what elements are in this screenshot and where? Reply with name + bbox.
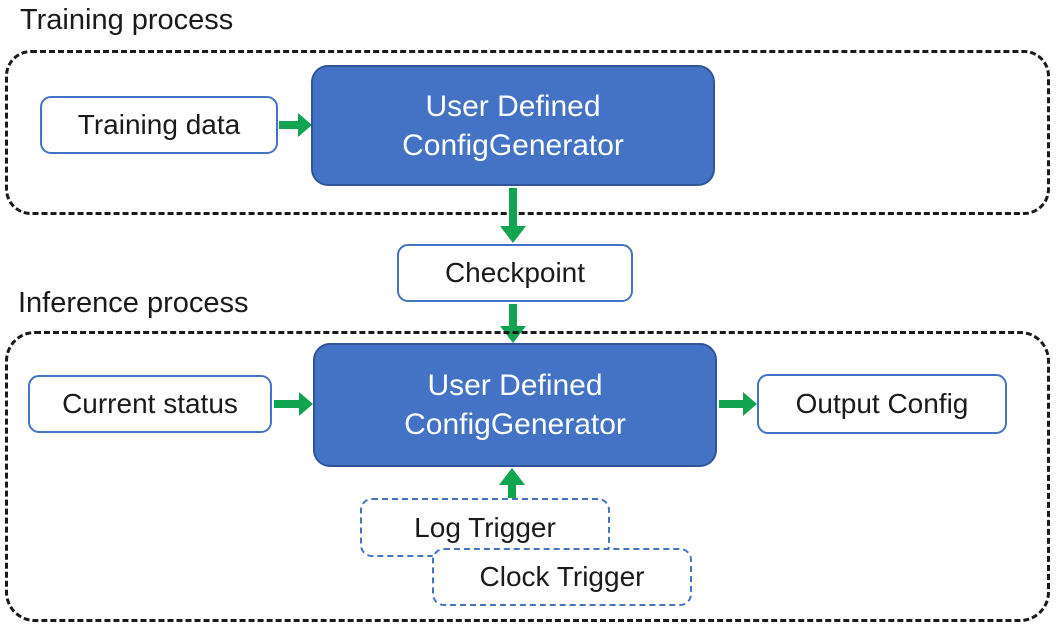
- arrow-current-status-to-generator-head-icon: [299, 392, 313, 416]
- arrow-generator-to-output-shaft: [719, 400, 743, 408]
- arrow-trigger-to-generator-shaft: [508, 483, 516, 498]
- arrow-training-data-to-generator-shaft: [279, 121, 300, 129]
- arrow-trigger-to-generator-head-icon: [499, 468, 525, 485]
- inference-config-generator-line1: User Defined: [427, 369, 603, 402]
- training-process-label: Training process: [20, 4, 234, 36]
- current-status-box: Current status: [28, 375, 272, 433]
- arrow-checkpoint-to-generator-shaft: [509, 304, 517, 328]
- arrow-current-status-to-generator-shaft: [274, 400, 299, 408]
- training-config-generator-line1: User Defined: [425, 89, 601, 123]
- arrow-generator-to-checkpoint-shaft: [509, 188, 517, 227]
- clock-trigger-box: Clock Trigger: [432, 548, 692, 606]
- inference-config-generator-line2: ConfigGenerator: [404, 408, 626, 441]
- output-config-box: Output Config: [757, 374, 1007, 434]
- inference-process-label: Inference process: [18, 287, 249, 319]
- training-process-container: [5, 50, 1050, 215]
- arrow-generator-to-output-head-icon: [743, 392, 757, 416]
- arrow-training-data-to-generator-head-icon: [298, 113, 312, 137]
- arrow-generator-to-checkpoint-head-icon: [500, 226, 526, 243]
- inference-config-generator-box: User Defined ConfigGenerator: [313, 343, 717, 467]
- training-config-generator-line2: ConfigGenerator: [402, 128, 624, 162]
- arrow-checkpoint-to-generator-head-icon: [500, 326, 526, 343]
- training-data-box: Training data: [40, 96, 278, 154]
- inference-process-container: [5, 331, 1050, 622]
- checkpoint-box: Checkpoint: [397, 244, 633, 302]
- training-config-generator-box: User Defined ConfigGenerator: [311, 65, 715, 186]
